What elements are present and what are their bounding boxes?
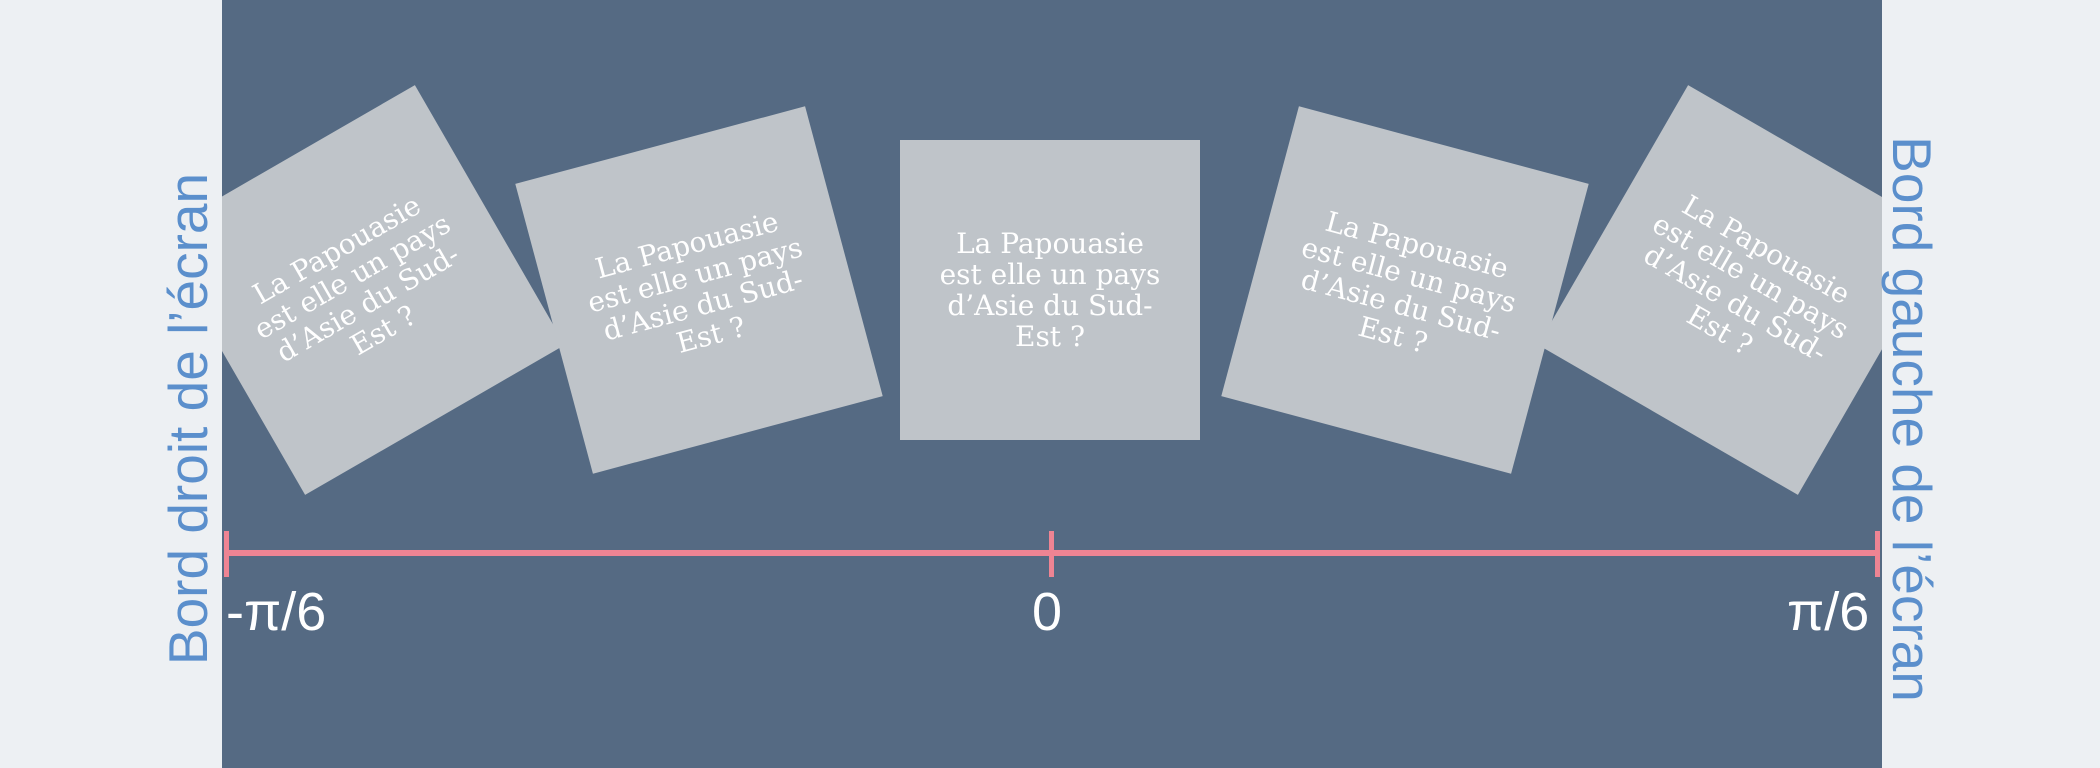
- card-right[interactable]: La Papouasie est elle un pays d’Asie du …: [1221, 106, 1589, 474]
- axis-tick-min: [224, 531, 229, 577]
- axis-tick-max: [1875, 531, 1880, 577]
- card-question: La Papouasie est elle un pays d’Asie du …: [939, 227, 1161, 353]
- card-far-left[interactable]: La Papouasie est elle un pays d’Asie du …: [222, 85, 565, 495]
- axis-label-max: π/6: [1787, 582, 1870, 642]
- left-edge-label: Bord droit de l’écran: [157, 172, 219, 666]
- card-center[interactable]: La Papouasie est elle un pays d’Asie du …: [900, 140, 1200, 440]
- axis-label-zero: 0: [1032, 582, 1063, 642]
- axis-label-min: -π/6: [226, 582, 327, 642]
- card-far-right[interactable]: La Papouasie est elle un pays d’Asie du …: [1538, 85, 1882, 495]
- card-left[interactable]: La Papouasie est elle un pays d’Asie du …: [515, 106, 883, 474]
- right-edge-label: Bord gauche de l’écran: [1881, 136, 1943, 702]
- carousel-stage: La Papouasie est elle un pays d’Asie du …: [222, 0, 1882, 768]
- card-question: La Papouasie est elle un pays d’Asie du …: [1638, 188, 1856, 370]
- card-question: La Papouasie est elle un pays d’Asie du …: [584, 204, 807, 360]
- card-question: La Papouasie est elle un pays d’Asie du …: [1297, 204, 1520, 360]
- axis-tick-zero: [1049, 531, 1054, 577]
- card-question: La Papouasie est elle un pays d’Asie du …: [247, 188, 465, 370]
